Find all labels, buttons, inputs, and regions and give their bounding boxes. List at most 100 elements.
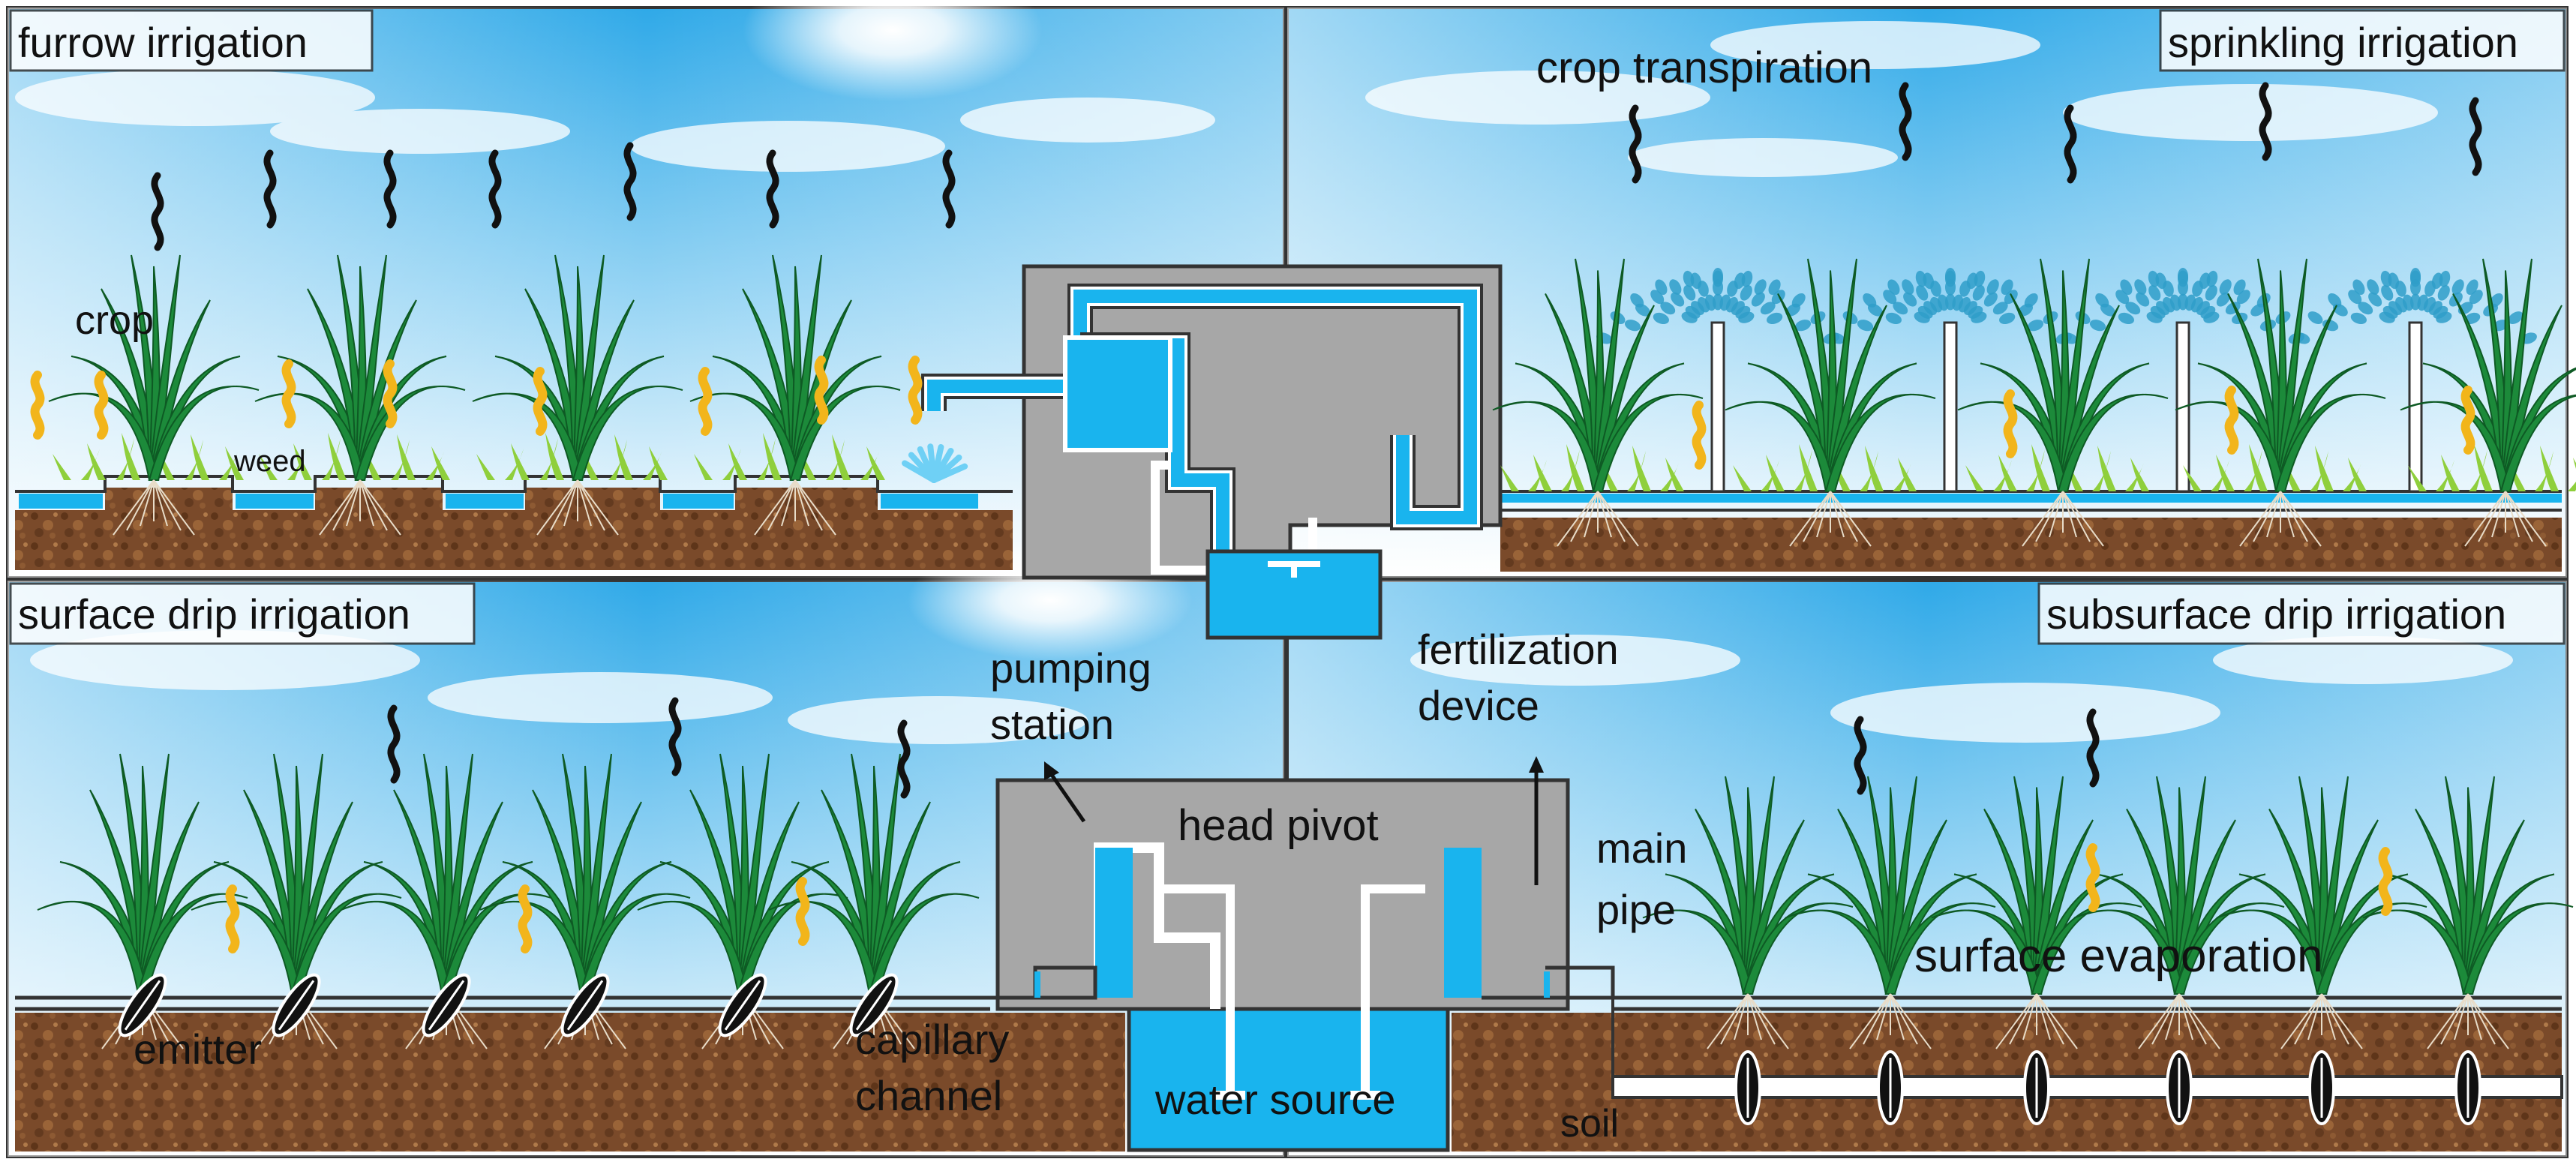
crop-group — [37, 254, 2576, 1049]
emitter-icon — [1877, 1050, 1904, 1125]
sun-icon — [743, 0, 1043, 101]
crop-icon — [2216, 776, 2427, 1049]
evaporation-squiggle-icon — [225, 884, 240, 953]
emitter-icon — [718, 973, 767, 1037]
emitter-icon — [272, 973, 321, 1037]
crop-icon — [341, 753, 552, 1049]
sprinkling-title: sprinkling irrigation — [2168, 19, 2518, 66]
crop-icon — [1492, 258, 1704, 547]
evaporation-squiggle-icon — [908, 356, 923, 425]
crop-icon — [2175, 258, 2386, 547]
transpiration-squiggle-icon — [1854, 716, 1867, 795]
evaporation-squiggle-icon — [2003, 389, 2018, 458]
transpiration-squiggle-icon — [942, 149, 956, 229]
evaporation-squiggle-icon — [2224, 386, 2239, 455]
crop-icon — [637, 753, 848, 1049]
crop-icon — [2362, 776, 2574, 1049]
label-crop-transpiration: crop transpiration — [1536, 44, 1872, 92]
transpiration-squiggle-icon — [668, 697, 682, 776]
label-water-source: water source — [1154, 1076, 1396, 1123]
panel-title-sprinkling: sprinkling irrigation — [2159, 9, 2565, 72]
surface-drip-title: surface drip irrigation — [18, 590, 410, 638]
transpiration-squiggle-icon — [151, 172, 164, 251]
emitter-icon — [560, 973, 610, 1037]
transpiration-squiggle-icon — [2469, 97, 2482, 176]
weed-icon — [1500, 444, 1684, 491]
transpiration-squiggle-icon — [488, 149, 502, 229]
evaporation-squiggle-icon — [698, 367, 713, 436]
emitter-icon — [1734, 1050, 1761, 1125]
label-surface-evaporation: surface evaporation — [1914, 930, 2323, 982]
label-emitter: emitter — [134, 1025, 262, 1073]
furrow-title: furrow irrigation — [18, 19, 308, 66]
crop-icon — [1785, 776, 1996, 1049]
crop-icon — [1642, 776, 1854, 1049]
evaporation-squiggle-icon — [281, 359, 296, 428]
label-device: device — [1418, 682, 1539, 729]
transpiration-squiggle-icon — [263, 149, 277, 229]
evaporation-squiggle-icon — [518, 884, 533, 953]
crop-icon — [48, 254, 260, 536]
evaporation-group — [30, 356, 2475, 953]
panel-title-subsurface-drip: subsurface drip irrigation — [2037, 582, 2565, 645]
evaporation-squiggle-icon — [795, 877, 810, 946]
transpiration-squiggle-icon — [1899, 82, 1912, 161]
crop-icon — [191, 753, 402, 1049]
evaporation-squiggle-icon — [30, 371, 45, 440]
crop-icon — [472, 254, 683, 536]
crop-icon — [2073, 776, 2285, 1049]
emitter-icon — [2454, 1050, 2481, 1125]
label-station: station — [990, 701, 1114, 748]
transpiration-squiggle-icon — [2259, 82, 2272, 161]
label-main: main — [1596, 824, 1687, 872]
label-pumping: pumping — [990, 644, 1151, 692]
transpiration-squiggle-icon — [2064, 104, 2077, 184]
subsurface-drip-title: subsurface drip irrigation — [2046, 590, 2506, 638]
evaporation-squiggle-icon — [2085, 843, 2100, 912]
evaporation-squiggle-icon — [1692, 401, 1707, 470]
label-head-pivot: head pivot — [1178, 801, 1379, 850]
weed-icon — [476, 433, 668, 480]
transpiration-squiggle-icon — [897, 719, 911, 799]
labels: crop transpiration crop weed pumping sta… — [75, 44, 2323, 1145]
transpiration-squiggle-icon — [383, 149, 397, 229]
label-weed: weed — [233, 445, 306, 478]
panel-title-surface-drip: surface drip irrigation — [9, 582, 476, 645]
evaporation-squiggle-icon — [383, 359, 398, 428]
transpiration-squiggle-icon — [766, 149, 779, 229]
transpiration-squiggle-icon — [387, 704, 401, 784]
emitter-group — [118, 973, 2481, 1125]
evaporation-squiggle-icon — [94, 371, 109, 440]
transpiration-squiggle-icon — [623, 142, 637, 221]
crop-icon — [1931, 776, 2142, 1049]
emitter-icon — [2308, 1050, 2335, 1125]
label-crop: crop — [75, 298, 154, 343]
label-capillary: capillary — [855, 1016, 1009, 1063]
sprinkler-spray-icon — [2294, 268, 2537, 344]
evaporation-squiggle-icon — [2378, 847, 2393, 916]
label-pipe: pipe — [1596, 886, 1676, 933]
emitter-icon — [2166, 1050, 2193, 1125]
emitter-icon — [849, 973, 899, 1037]
transpiration-squiggle-icon — [2086, 708, 2100, 788]
emitter-icon — [2023, 1050, 2050, 1125]
weed-icon — [694, 433, 885, 480]
evaporation-squiggle-icon — [533, 367, 548, 436]
emitter-icon — [422, 973, 471, 1037]
emitter-icon — [118, 973, 167, 1037]
panel-title-furrow: furrow irrigation — [9, 9, 374, 72]
crop-icon — [768, 753, 980, 1049]
crop-icon — [1725, 258, 1936, 547]
evaporation-squiggle-icon — [814, 356, 829, 425]
crop-icon — [689, 254, 901, 536]
label-soil: soil — [1560, 1102, 1619, 1145]
transpiration-group — [151, 82, 2482, 799]
crop-icon — [1957, 258, 2169, 547]
sprinkler-spray-icon — [2061, 268, 2304, 344]
label-channel: channel — [855, 1072, 1002, 1119]
label-fertilization: fertilization — [1418, 626, 1619, 673]
clouds — [15, 21, 2513, 744]
crop-icon — [254, 254, 466, 536]
